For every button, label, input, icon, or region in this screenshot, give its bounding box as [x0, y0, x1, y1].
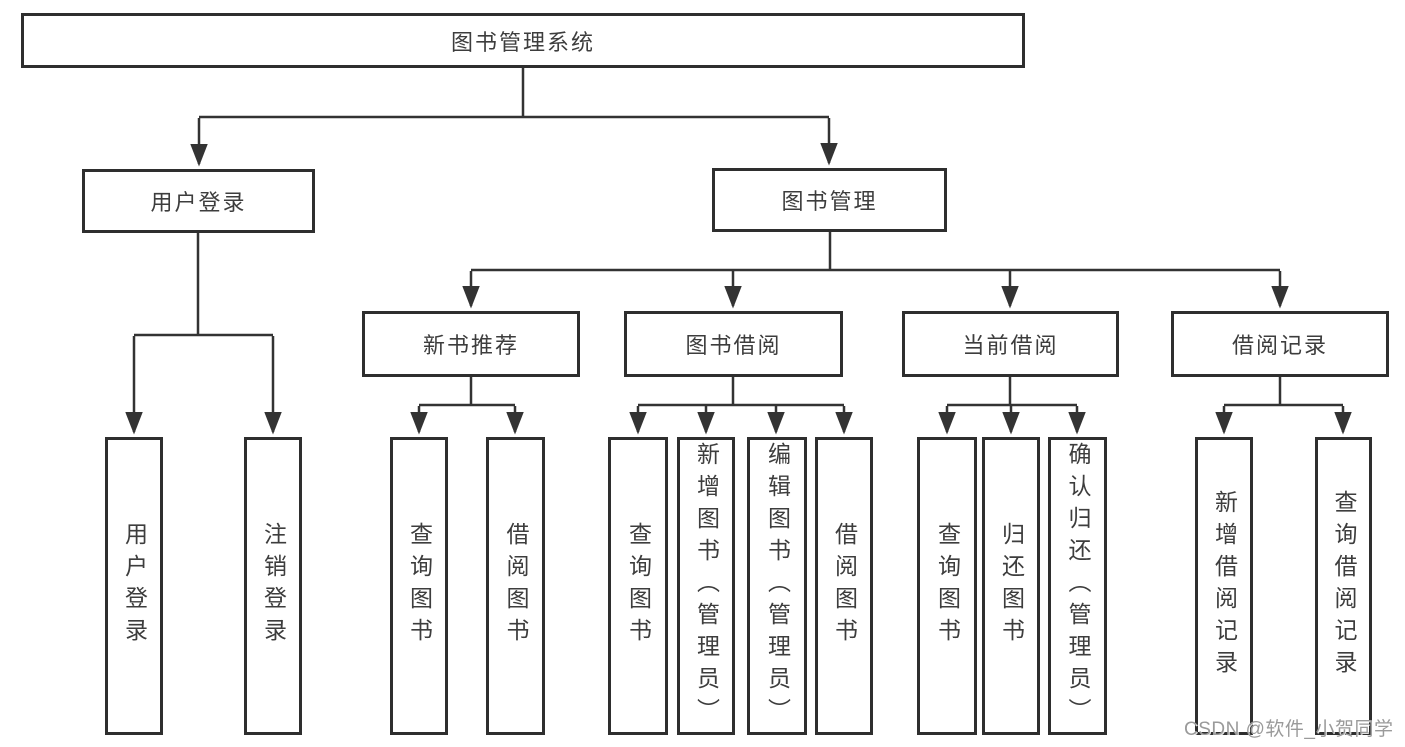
leaf-query-books-borrowing: 查询图书 — [608, 437, 668, 735]
node-borrow-records: 借阅记录 — [1171, 311, 1389, 377]
leaf-confirm-return-admin: 确认归还（管理员） — [1048, 437, 1107, 735]
leaf-label: 确认归还（管理员） — [1065, 442, 1091, 730]
node-new-book-recommend: 新书推荐 — [362, 311, 580, 377]
leaf-label: 归还图书 — [998, 522, 1025, 650]
leaf-edit-books-admin: 编辑图书（管理员） — [747, 437, 807, 735]
node-label: 借阅记录 — [1231, 333, 1328, 358]
node-label: 新书推荐 — [422, 333, 519, 358]
leaf-label: 查询图书 — [406, 522, 433, 650]
node-label: 图书管理系统 — [450, 29, 595, 55]
leaf-label: 借阅图书 — [503, 522, 529, 650]
node-user-login: 用户登录 — [82, 169, 315, 233]
node-label: 图书管理 — [781, 189, 878, 214]
leaf-add-books-admin: 新增图书（管理员） — [677, 437, 735, 735]
leaf-label: 查询图书 — [934, 522, 961, 650]
leaf-query-books-recommend: 查询图书 — [390, 437, 448, 735]
node-book-management: 图书管理 — [712, 168, 947, 232]
node-book-borrowing: 图书借阅 — [624, 311, 843, 377]
leaf-label: 用户登录 — [121, 522, 148, 650]
leaf-user-login: 用户登录 — [105, 437, 163, 735]
node-label: 用户登录 — [150, 190, 247, 215]
leaf-add-borrow-record: 新增借阅记录 — [1195, 437, 1253, 735]
leaf-label: 查询图书 — [625, 522, 652, 650]
leaf-query-borrow-record: 查询借阅记录 — [1315, 437, 1372, 735]
leaf-query-books-current: 查询图书 — [917, 437, 977, 735]
leaf-label: 编辑图书（管理员） — [764, 442, 791, 730]
leaf-label: 新增图书（管理员） — [693, 442, 720, 730]
leaf-label: 查询借阅记录 — [1331, 490, 1357, 682]
node-label: 当前借阅 — [962, 333, 1059, 358]
leaf-label: 新增借阅记录 — [1211, 490, 1238, 682]
node-label: 图书借阅 — [685, 333, 782, 358]
leaf-borrow-books: 借阅图书 — [815, 437, 873, 735]
leaf-borrow-books-recommend: 借阅图书 — [486, 437, 545, 735]
node-current-borrowing: 当前借阅 — [902, 311, 1119, 377]
node-library-management-system: 图书管理系统 — [21, 13, 1025, 68]
csdn-watermark: CSDN @软件_小贺同学 — [1184, 719, 1394, 740]
leaf-label: 注销登录 — [260, 522, 287, 650]
leaf-label: 借阅图书 — [831, 522, 858, 650]
leaf-return-books: 归还图书 — [982, 437, 1040, 735]
leaf-logout: 注销登录 — [244, 437, 302, 735]
